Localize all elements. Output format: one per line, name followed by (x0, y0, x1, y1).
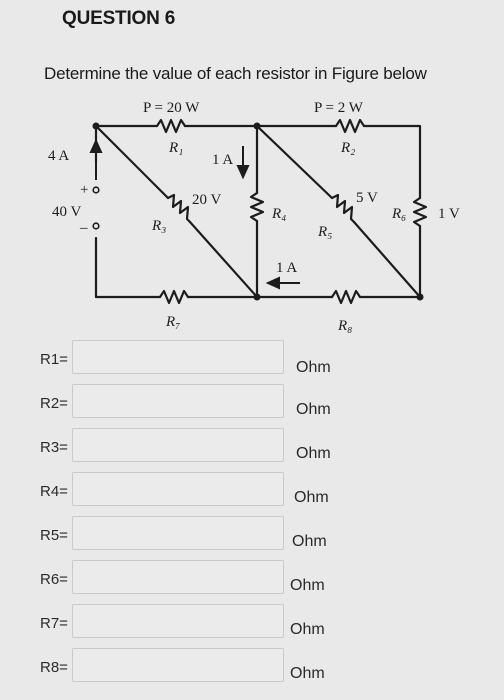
label-current-bottom: 1 A (276, 260, 297, 276)
unit-r2: Ohm (296, 401, 331, 418)
resistor-r8 (330, 289, 362, 305)
unit-r3: Ohm (296, 445, 331, 462)
resistor-r1 (155, 118, 187, 134)
terminal-plus (92, 186, 100, 194)
unit-r8: Ohm (290, 665, 325, 682)
resistor-r3 (166, 193, 192, 224)
wire-diag-right-upper (255, 124, 334, 200)
unit-r1: Ohm (296, 359, 331, 376)
resistor-r6 (412, 196, 428, 228)
resistor-r2 (334, 118, 366, 134)
label-minus: – (79, 220, 88, 236)
label-r4: R₄ (271, 206, 286, 222)
label-r3: R3= (40, 439, 68, 456)
node-bottom-right (416, 293, 424, 301)
label-r5: R₅ (317, 224, 332, 240)
wire-top-right (362, 124, 422, 200)
label-current-r6: 1 V (438, 206, 460, 222)
label-current-mid: 1 A (212, 152, 233, 168)
question-prompt: Determine the value of each resistor in … (44, 64, 427, 83)
arrow-4a-head (89, 138, 103, 153)
terminal-minus (92, 222, 100, 230)
label-r6: R₆ (391, 206, 406, 222)
answer-input-r3[interactable] (72, 428, 284, 462)
unit-r6: Ohm (290, 577, 325, 594)
wire-diag-right-lower (352, 220, 422, 299)
unit-r7: Ohm (290, 621, 325, 638)
label-voltage-r3: 20 V (192, 192, 221, 208)
label-r8: R₈ (337, 318, 352, 334)
label-voltage-source: 40 V (52, 204, 81, 220)
circuit-figure: P = 20 W P = 2 W R₁ R₂ R₃ R₄ R₅ R₆ R₇ R₈… (48, 100, 460, 334)
resistor-r5 (330, 193, 356, 224)
label-r3: R₃ (151, 218, 166, 234)
label-r8: R8= (40, 659, 68, 676)
arrow-1a-mid-head (236, 165, 250, 180)
label-r5: R5= (40, 527, 68, 544)
answer-input-r6[interactable] (72, 560, 284, 594)
resistor-r7 (158, 289, 190, 305)
label-p-left: P = 20 W (143, 100, 200, 116)
label-r7: R7= (40, 615, 68, 632)
unit-r4: Ohm (294, 489, 329, 506)
label-current-source: 4 A (48, 148, 69, 164)
answer-input-r1[interactable] (72, 340, 284, 374)
arrow-1a-bottom-head (265, 276, 280, 290)
answer-input-r7[interactable] (72, 604, 284, 638)
answer-input-r2[interactable] (72, 384, 284, 418)
label-r6: R6= (40, 571, 68, 588)
node-top-left (92, 122, 100, 130)
label-r1: R1= (40, 351, 68, 368)
label-p-right: P = 2 W (314, 100, 364, 116)
label-plus: + (80, 182, 88, 198)
question-title: QUESTION 6 (62, 8, 176, 29)
resistor-r4 (249, 191, 265, 223)
label-r4: R4= (40, 483, 68, 500)
node-bottom-middle (253, 293, 261, 301)
unit-r5: Ohm (292, 533, 327, 550)
wire-diag-left-upper (94, 124, 170, 200)
node-top-middle (253, 122, 261, 130)
label-voltage-r5: 5 V (356, 190, 378, 206)
answer-input-r4[interactable] (72, 472, 284, 506)
label-r2: R₂ (340, 140, 355, 156)
label-r7: R₇ (165, 314, 180, 330)
label-r1: R₁ (168, 140, 183, 156)
answer-input-r5[interactable] (72, 516, 284, 550)
label-r2: R2= (40, 395, 68, 412)
wire-diag-left-lower (188, 220, 259, 299)
answer-input-r8[interactable] (72, 648, 284, 682)
